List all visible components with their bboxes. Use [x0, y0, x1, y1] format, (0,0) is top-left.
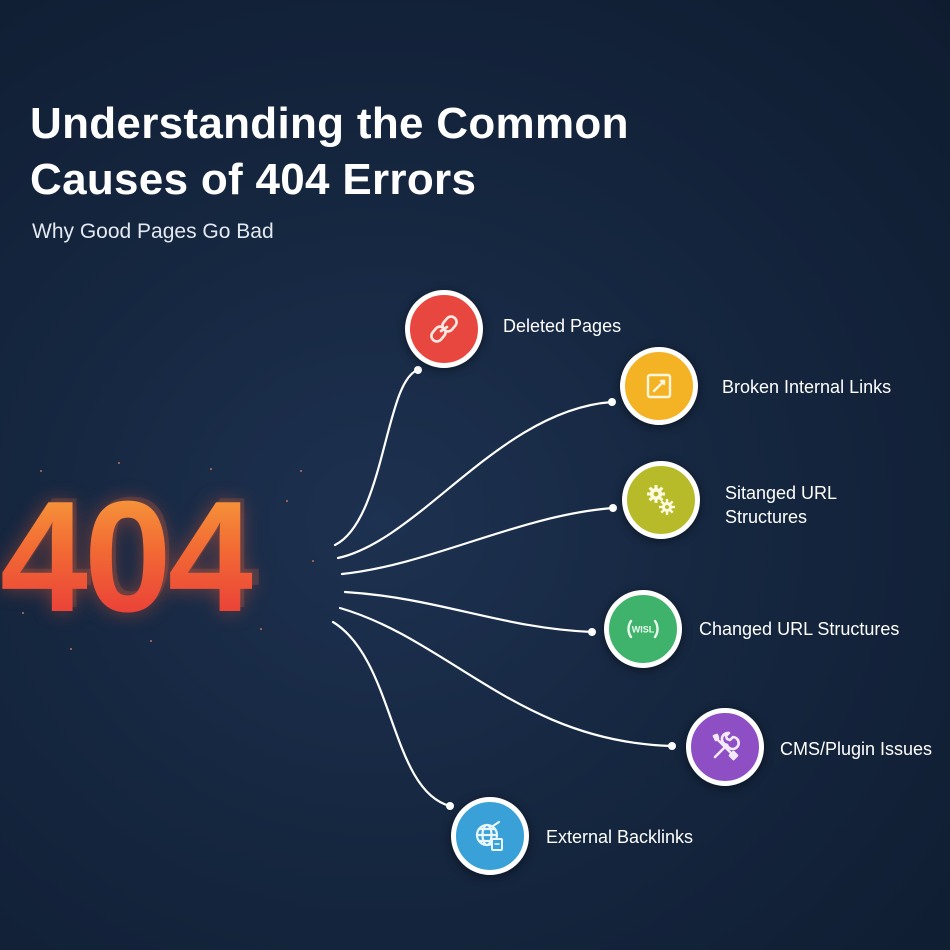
- page-title: Understanding the Common Causes of 404 E…: [30, 96, 629, 208]
- cms-plugin-issues-node: [686, 708, 764, 786]
- sitanged-url-line-2: Structures: [725, 507, 808, 527]
- connector-broken-internal-links: [336, 400, 614, 560]
- changed-url-structures-node: WISL: [604, 590, 682, 668]
- changed-url-structures-label: Changed URL Structures: [699, 619, 900, 639]
- broken-internal-links-node: [620, 347, 698, 425]
- globe-doc-icon: [475, 820, 503, 851]
- url-badge-icon: WISL: [627, 619, 659, 639]
- connector-external-backlinks: [331, 620, 452, 808]
- edit-square-icon: [646, 373, 672, 399]
- connector-end-dot: [588, 628, 596, 636]
- page-subtitle: Why Good Pages Go Bad: [32, 220, 274, 243]
- external-backlinks-label: External Backlinks: [546, 827, 694, 847]
- broken-internal-links-label: Broken Internal Links: [722, 377, 892, 397]
- connector-end-dot: [668, 742, 676, 750]
- 404-glitch-shadow: 404: [4, 474, 260, 632]
- sitanged-url-structures-node: [622, 461, 700, 539]
- connector-end-dot: [414, 366, 422, 374]
- connector-end-dot: [608, 398, 616, 406]
- title-line-2: Causes of 404 Errors: [30, 155, 477, 204]
- external-backlinks-node: [451, 797, 529, 875]
- title-line-1: Understanding the Common: [30, 99, 629, 148]
- connector-end-dot: [609, 504, 617, 512]
- gears-icon: [647, 485, 675, 515]
- deleted-pages-node: [405, 290, 483, 368]
- error-404-graphic: 404: [0, 469, 256, 645]
- broken-link-icon: [430, 315, 458, 343]
- deleted-pages-label: Deleted Pages: [503, 316, 622, 336]
- sitanged-url-line-1: Sitanged URL: [725, 483, 838, 503]
- connector-sitanged-url: [340, 506, 615, 576]
- tools-icon: [712, 731, 740, 761]
- url-badge-text: WISL: [632, 625, 655, 635]
- connector-end-dot: [446, 802, 454, 810]
- sitanged-url-structures-label: Sitanged URL Structures: [725, 481, 837, 529]
- connector-changed-url: [343, 590, 594, 634]
- cms-plugin-issues-label: CMS/Plugin Issues: [780, 739, 933, 759]
- connector-cms-plugin: [338, 606, 674, 748]
- connector-deleted-pages: [333, 368, 420, 547]
